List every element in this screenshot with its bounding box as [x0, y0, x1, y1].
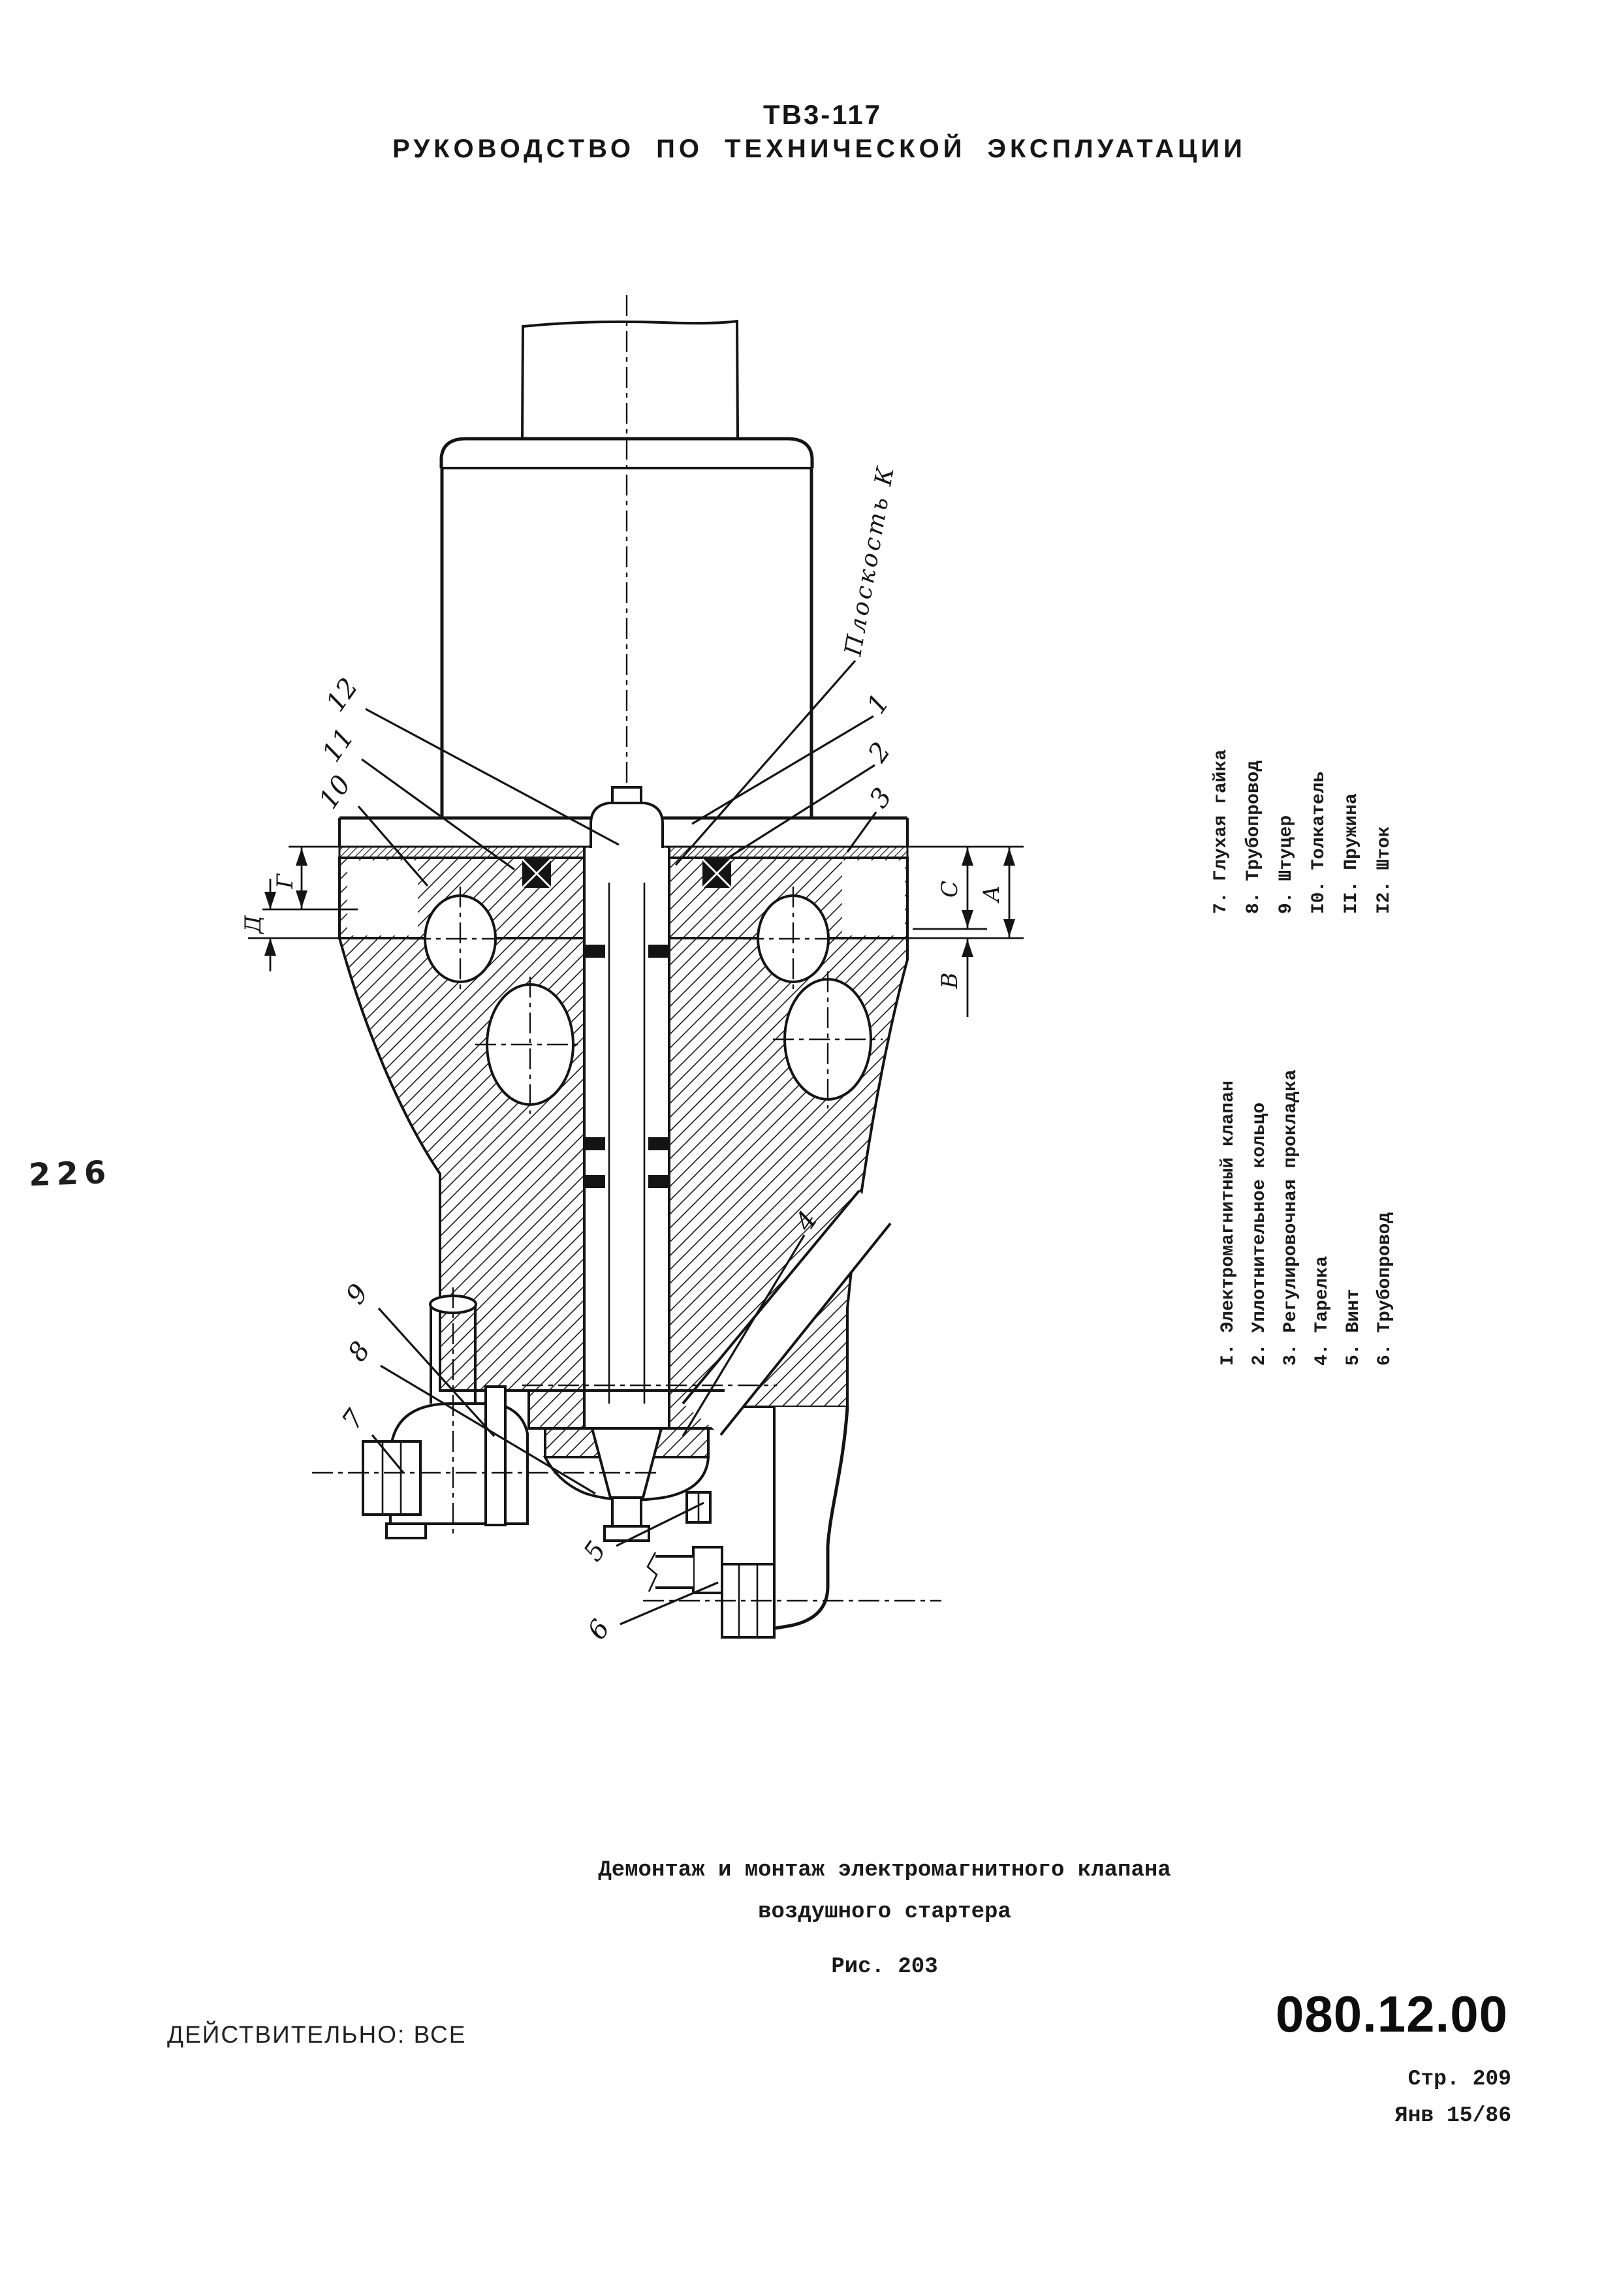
legend-item-7: 7. Глухая гайка [1211, 749, 1231, 914]
dimensions: Г Д С А В [240, 845, 1024, 1017]
solenoid-valve-outline [338, 319, 909, 847]
page-reference: Стр. 209 [1407, 2067, 1511, 2091]
pipe-break-line [646, 1552, 658, 1592]
legend-items-7-12: 7. Глухая гайка 8. Трубопровод 9. Штуцер… [1205, 658, 1401, 914]
dim-letter-d: Д [240, 915, 266, 935]
legend-items-1-6: I. Электромагнитный клапан 2. Уплотнител… [1213, 1035, 1401, 1366]
callout-12: 12 [321, 673, 364, 717]
ata-chapter-code: 080.12.00 [1275, 1985, 1508, 2043]
leader-lines [357, 659, 877, 1626]
outlet-fitting [643, 1406, 941, 1639]
callout-11: 11 [317, 723, 360, 768]
legend-item-11: II. Пружина [1342, 793, 1362, 914]
callout-10: 10 [313, 770, 357, 815]
dim-letter-g: Г [272, 873, 298, 889]
sectioned-body [338, 786, 909, 1542]
handwritten-page-number: 226 [28, 1154, 113, 1194]
legend-item-5: 5. Винт [1344, 1289, 1364, 1366]
effectivity-note: ДЕЙСТВИТЕЛЬНО: ВСЕ [167, 2021, 467, 2048]
legend-item-4: 4. Тарелка [1312, 1255, 1332, 1366]
legend-item-2: 2. Уплотнительное кольцо [1250, 1102, 1270, 1366]
blind-nut [362, 1440, 422, 1516]
legend-item-1: I. Электромагнитный клапан [1218, 1080, 1238, 1366]
legend-item-6: 6. Трубопровод [1375, 1212, 1395, 1366]
callout-7: 7 [336, 1404, 371, 1435]
connector-outline [521, 319, 739, 439]
callout-9: 9 [340, 1279, 374, 1310]
figure-number: Рис. 203 [831, 1955, 938, 1979]
stem-head [589, 802, 664, 848]
callout-1: 1 [861, 689, 895, 719]
callout-3: 3 [864, 783, 898, 813]
issue-date: Янв 15/86 [1394, 2103, 1511, 2128]
dim-letter-a: А [979, 885, 1005, 904]
figure-caption-line1: Демонтаж и монтаж электромагнитного клап… [598, 1858, 1171, 1883]
legend-item-8: 8. Трубопровод [1244, 760, 1264, 914]
plane-k-label: Плоскость К [840, 462, 900, 658]
callout-8: 8 [342, 1336, 376, 1367]
legend-item-9: 9. Штуцер [1276, 815, 1297, 914]
poppet-cone [590, 1427, 663, 1499]
hole-centerlines [410, 887, 883, 1387]
callout-6: 6 [582, 1614, 616, 1645]
document-title: РУКОВОДСТВО ПО ТЕХНИЧЕСКОЙ ЭКСПЛУАТАЦИИ [392, 134, 1246, 163]
legend-item-10: I0. Толкатель [1309, 771, 1329, 914]
callout-2: 2 [862, 737, 897, 768]
document-code: ТВ3-117 [762, 99, 883, 130]
figure-caption-line2: воздушного стартера [758, 1900, 1011, 1925]
dim-letter-v: В [937, 973, 963, 990]
legend-item-12: I2. Шток [1374, 826, 1394, 914]
union-washer [484, 1385, 507, 1526]
legend-item-3: 3. Регулировочная прокладка [1281, 1069, 1301, 1366]
dim-letter-s: С [937, 881, 963, 898]
